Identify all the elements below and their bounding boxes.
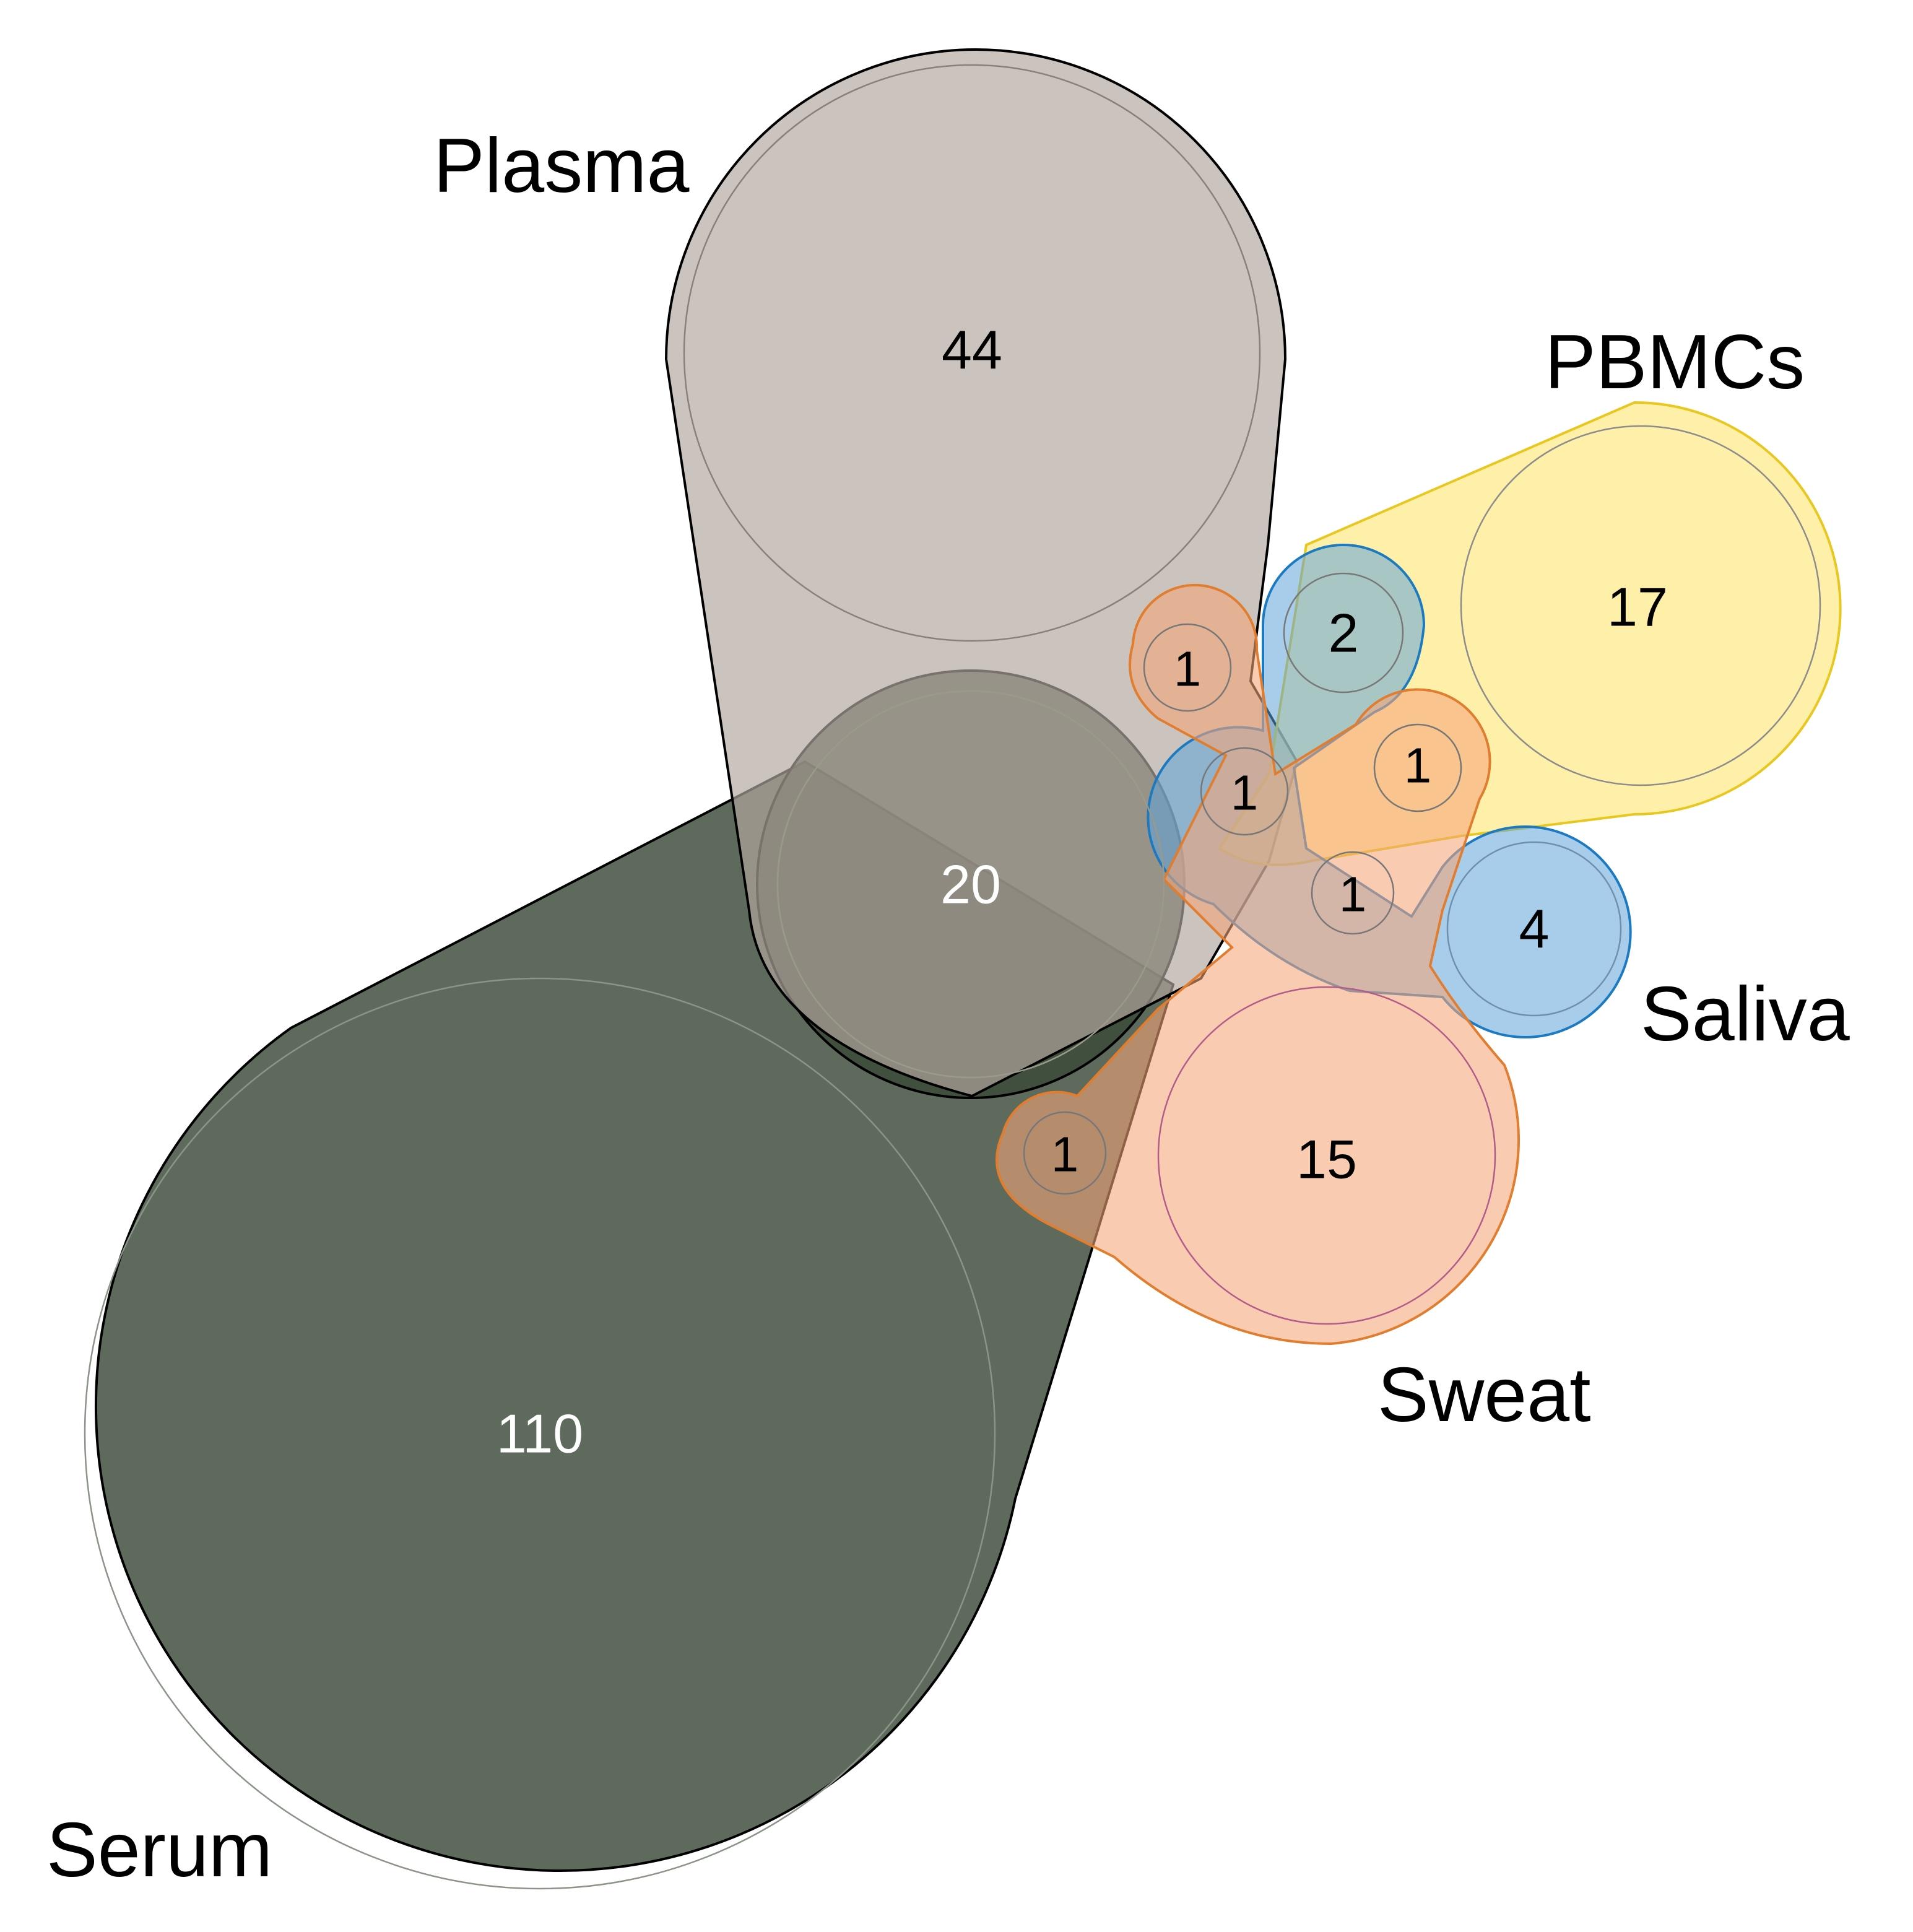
set-shapes — [94, 48, 1842, 1872]
region-counts: 44 110 20 17 4 15 2 1 1 1 1 1 — [497, 320, 1668, 1464]
ring-plasma-serum — [776, 690, 1165, 1079]
ring-plasma-saliva-pbmcs — [1200, 747, 1289, 836]
count-saliva-only: 4 — [1519, 899, 1550, 960]
region-rings — [84, 64, 1821, 1890]
label-saliva: Saliva — [1641, 972, 1850, 1057]
ring-saliva-only — [1446, 841, 1622, 1017]
count-plasma-serum: 20 — [940, 854, 1001, 915]
ring-plasma-sweat — [1143, 623, 1232, 712]
plasma-region — [664, 48, 1299, 1098]
label-plasma: Plasma — [433, 123, 690, 209]
label-pbmcs: PBMCs — [1545, 320, 1805, 405]
label-sweat: Sweat — [1377, 1352, 1591, 1438]
count-serum-only: 110 — [497, 1403, 583, 1464]
ring-serum-only — [84, 977, 996, 1890]
count-plasma-only: 44 — [942, 320, 1002, 381]
ring-pbmcs-saliva — [1283, 572, 1404, 694]
ring-sweat-only — [1157, 986, 1496, 1325]
count-serum-sweat: 1 — [1051, 1127, 1079, 1182]
count-pbmcs-saliva: 2 — [1329, 603, 1359, 664]
count-plasma-sweat: 1 — [1174, 642, 1202, 697]
sweat-region — [996, 583, 1520, 1346]
ring-plasma-only — [683, 64, 1261, 642]
count-plasma-saliva-pbmcs: 1 — [1231, 765, 1259, 820]
label-serum: Serum — [46, 1808, 272, 1893]
ring-plasma-saliva-sweat — [1311, 851, 1395, 935]
ring-pbmcs-sweat — [1373, 723, 1462, 812]
ring-pbmcs-only — [1460, 425, 1821, 786]
count-pbmcs-sweat: 1 — [1404, 738, 1432, 793]
count-sweat-only: 15 — [1296, 1129, 1357, 1190]
count-plasma-saliva-sweat: 1 — [1339, 867, 1367, 922]
count-pbmcs-only: 17 — [1607, 577, 1668, 638]
set-labels: Plasma Serum PBMCs Saliva Sweat — [46, 123, 1850, 1893]
ring-serum-sweat — [1023, 1111, 1107, 1195]
